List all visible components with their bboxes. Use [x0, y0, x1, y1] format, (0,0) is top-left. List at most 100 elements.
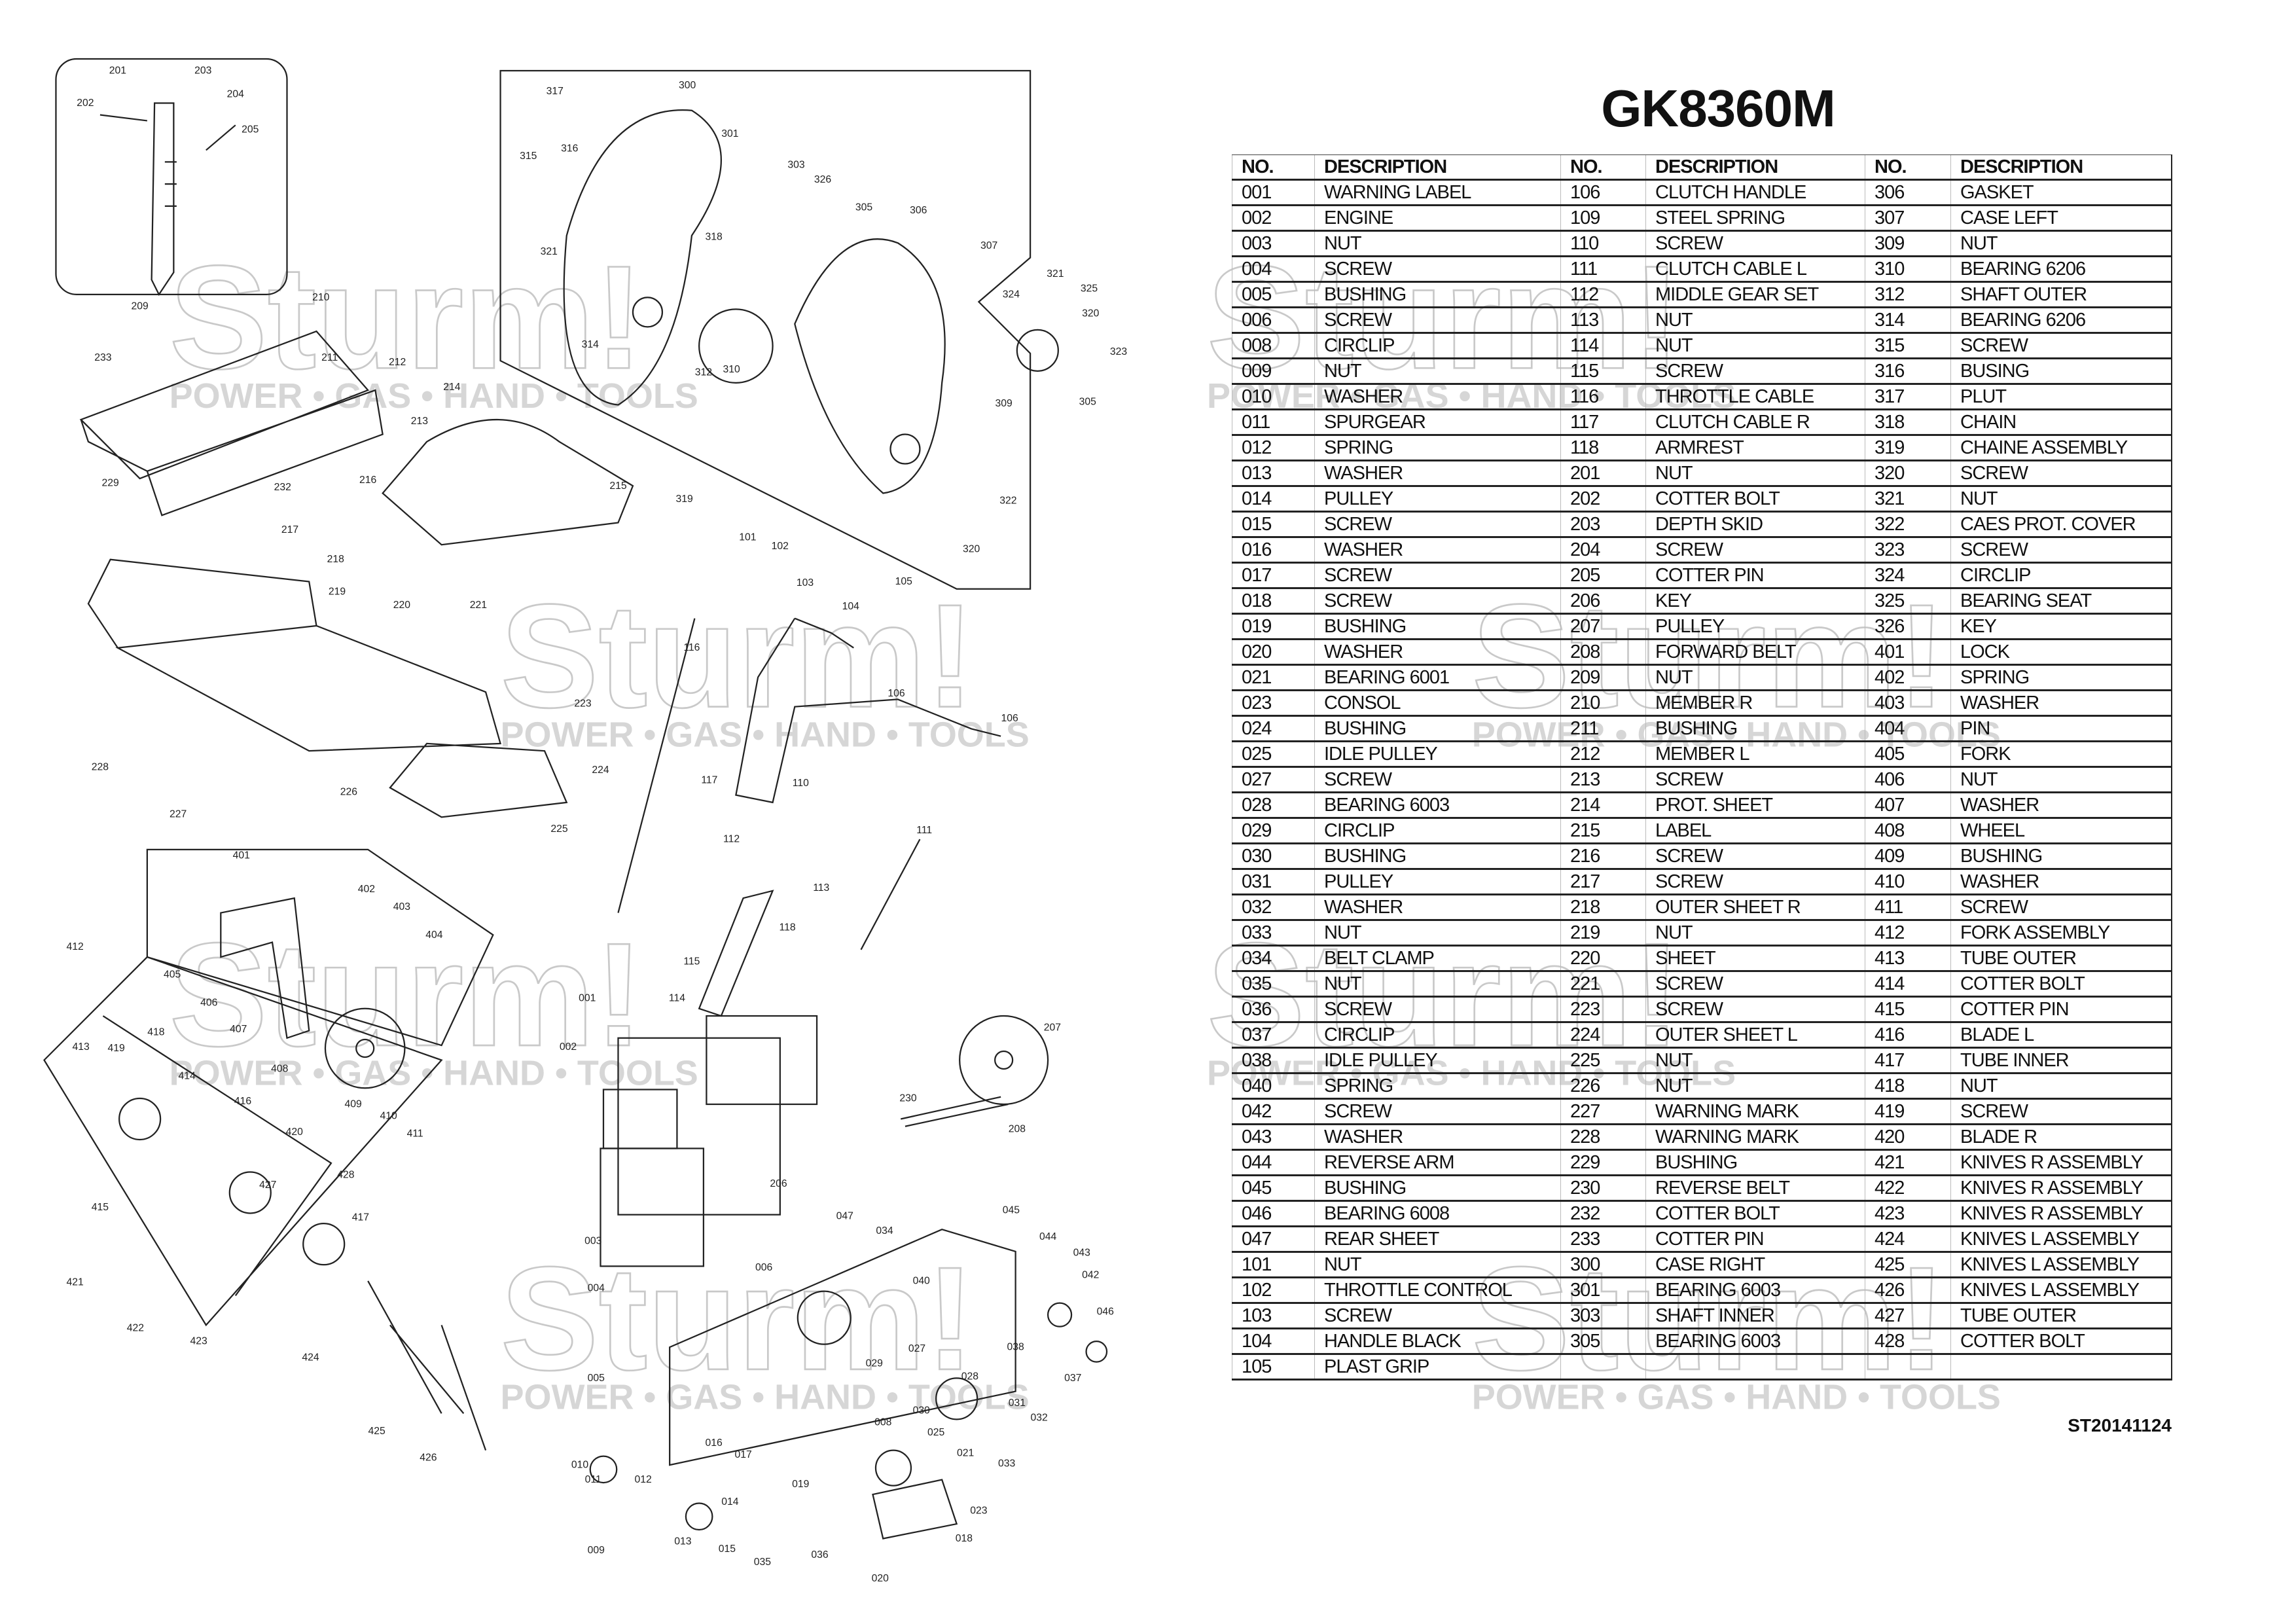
callout-106: 106: [1001, 713, 1018, 724]
part-number-cell: 043: [1232, 1124, 1315, 1151]
part-description-cell: PLUT: [1950, 384, 2172, 410]
callout-312: 312: [695, 367, 712, 378]
part-number-cell: 414: [1865, 971, 1951, 998]
part-description-cell: NUT: [1645, 664, 1865, 691]
callout-214: 214: [443, 382, 460, 393]
header-no: NO.: [1865, 154, 1951, 181]
part-description-cell: SCREW: [1645, 767, 1865, 793]
callout-034: 034: [876, 1225, 893, 1236]
part-description-cell: SCREW: [1314, 1303, 1561, 1329]
part-description-cell: NUT: [1645, 460, 1865, 487]
part-description-cell: NUT: [1314, 230, 1561, 257]
callout-105: 105: [895, 576, 912, 587]
callout-033: 033: [998, 1458, 1015, 1469]
callout-044: 044: [1039, 1231, 1056, 1242]
part-number-cell: 109: [1560, 205, 1646, 232]
part-number-cell: 232: [1560, 1200, 1646, 1227]
part-number-cell: 044: [1232, 1149, 1315, 1176]
part-description-cell: NUT: [1950, 1073, 2172, 1100]
part-number-cell: 425: [1865, 1252, 1951, 1278]
part-number-cell: 213: [1560, 767, 1646, 793]
part-description-cell: WHEEL: [1950, 818, 2172, 844]
part-number-cell: 201: [1560, 460, 1646, 487]
part-number-cell: 003: [1232, 230, 1315, 257]
callout-306: 306: [910, 205, 927, 216]
part-description-cell: KEY: [1645, 588, 1865, 615]
part-number-cell: 322: [1865, 511, 1951, 538]
callout-421: 421: [67, 1277, 84, 1288]
callout-233: 233: [94, 352, 111, 363]
callout-043: 043: [1073, 1248, 1090, 1259]
callout-106: 106: [888, 688, 905, 699]
part-description-cell: BUSHING: [1314, 715, 1561, 742]
callout-227: 227: [170, 808, 187, 820]
part-description-cell: SCREW: [1314, 1098, 1561, 1125]
part-number-cell: 020: [1232, 639, 1315, 666]
callout-045: 045: [1003, 1204, 1020, 1216]
part-number-cell: 033: [1232, 920, 1315, 947]
wheel: [324, 1007, 406, 1089]
callout-314: 314: [582, 339, 599, 350]
callout-210: 210: [312, 292, 329, 303]
part-description-cell: NUT: [1950, 767, 2172, 793]
part-description-cell: SCREW: [1314, 511, 1561, 538]
callout-411: 411: [407, 1128, 423, 1139]
watermark-brand: Sturm!: [170, 234, 644, 399]
part-number-cell: 036: [1232, 996, 1315, 1023]
callout-410: 410: [380, 1110, 397, 1121]
part-description-cell: WASHER: [1950, 792, 2172, 819]
callout-008: 008: [874, 1416, 891, 1428]
part-number-cell: 310: [1865, 256, 1951, 283]
part-description-cell: WASHER: [1950, 869, 2172, 895]
part-number-cell: 103: [1232, 1303, 1315, 1329]
part-number-cell: 040: [1232, 1073, 1315, 1100]
part-number-cell: 010: [1232, 384, 1315, 410]
part-number-cell: 423: [1865, 1200, 1951, 1227]
part-number-cell: 420: [1865, 1124, 1951, 1151]
callout-035: 035: [754, 1557, 771, 1568]
part-description-cell: [1645, 1354, 1865, 1380]
part-number-cell: 320: [1865, 460, 1951, 487]
part-number-cell: 224: [1560, 1022, 1646, 1049]
callout-414: 414: [178, 1071, 195, 1082]
part-number-cell: 042: [1232, 1098, 1315, 1125]
callout-032: 032: [1030, 1413, 1047, 1424]
callout-218: 218: [327, 554, 344, 565]
part-number-cell: 416: [1865, 1022, 1951, 1049]
callout-226: 226: [340, 787, 357, 798]
part-number-cell: 207: [1560, 613, 1646, 640]
part-number-cell: 011: [1232, 409, 1315, 436]
part-number-cell: 118: [1560, 435, 1646, 461]
part-description-cell: COTTER PIN: [1645, 562, 1865, 589]
part-description-cell: SCREW: [1950, 894, 2172, 921]
part-number-cell: 323: [1865, 537, 1951, 564]
part-number-cell: 046: [1232, 1200, 1315, 1227]
part-number-cell: 038: [1232, 1047, 1315, 1074]
callout-300: 300: [679, 80, 696, 91]
part-description-cell: NUT: [1314, 971, 1561, 998]
header-no: NO.: [1232, 154, 1315, 181]
watermark-tagline: POWER • GAS • HAND • TOOLS: [170, 1054, 698, 1093]
callout-004: 004: [588, 1283, 605, 1294]
part-description-cell: SCREW: [1314, 562, 1561, 589]
callout-407: 407: [230, 1024, 247, 1035]
callout-324: 324: [1003, 289, 1020, 300]
part-description-cell: BEARING 6206: [1950, 307, 2172, 334]
part-number-cell: 419: [1865, 1098, 1951, 1125]
part-number-cell: 312: [1865, 281, 1951, 308]
part-number-cell: 219: [1560, 920, 1646, 947]
part-description-cell: NUT: [1645, 1047, 1865, 1074]
part-number-cell: 037: [1232, 1022, 1315, 1049]
part-description-cell: SCREW: [1314, 996, 1561, 1023]
gear: [698, 308, 774, 384]
